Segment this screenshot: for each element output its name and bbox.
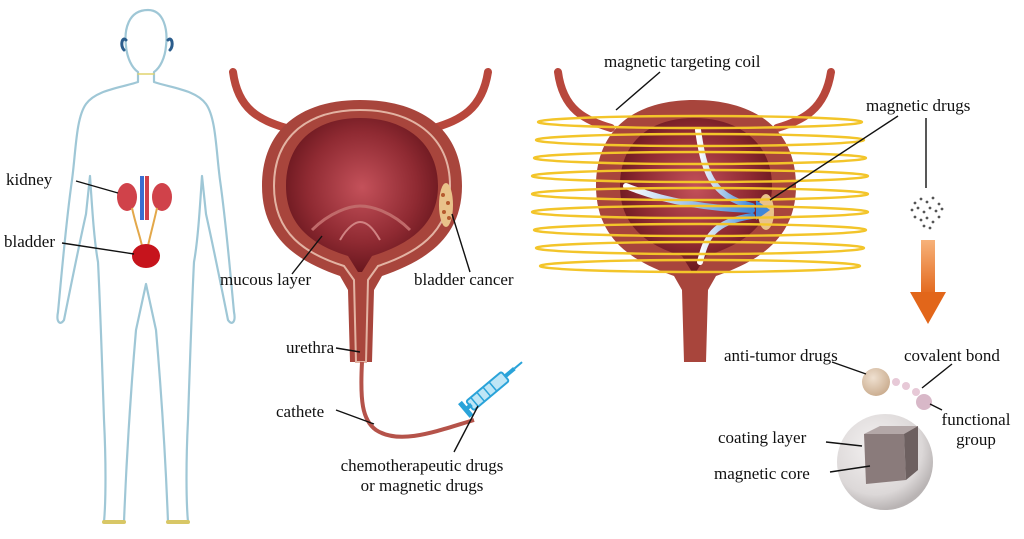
- drug-flow-arrow-1: [695, 127, 755, 209]
- label-coating: coating layer: [718, 428, 807, 447]
- tumor-cluster: [439, 183, 453, 227]
- drug-particles-icon: [910, 196, 944, 230]
- magnetic-core-side: [904, 426, 918, 480]
- label-chemo-line1: chemotherapeutic drugs: [340, 456, 504, 475]
- label-cathete: cathete: [276, 402, 325, 421]
- kidney-right-icon: [152, 183, 172, 211]
- ureter-right-2: [773, 68, 835, 132]
- label-bladder-cancer: bladder cancer: [414, 270, 514, 289]
- bond-bead-1: [892, 378, 900, 386]
- syringe-icon: [458, 361, 523, 418]
- bond-bead-3: [912, 388, 920, 396]
- label-magnetic-drugs: magnetic drugs: [866, 96, 971, 115]
- bladder-organ-icon: [132, 244, 160, 268]
- label-coil: magnetic targeting coil: [604, 52, 761, 71]
- label-bladder: bladder: [4, 232, 55, 251]
- ureters: [131, 207, 158, 247]
- kidney-left-icon: [117, 183, 137, 211]
- label-chemo-line2: or magnetic drugs: [360, 476, 484, 495]
- label-core: magnetic core: [714, 464, 810, 483]
- ureter-left-2: [554, 68, 615, 132]
- leader-lines-left: [61, 180, 135, 255]
- aorta: [145, 176, 149, 220]
- human-figure: [56, 8, 236, 524]
- bladder-lumen-2: [620, 118, 772, 272]
- urinary-system: [117, 176, 172, 268]
- ureter-left: [229, 68, 290, 132]
- label-covalent: covalent bond: [904, 346, 1000, 365]
- nanoparticle-panel: [825, 196, 953, 510]
- label-kidney: kidney: [6, 170, 53, 189]
- flow-arrowhead: [756, 200, 770, 220]
- label-urethra: urethra: [286, 338, 335, 357]
- bladder-cross-section: [229, 68, 523, 453]
- mucosal-fold-inner: [339, 220, 381, 241]
- leader-lines-right: [615, 71, 927, 201]
- ear-right: [166, 37, 174, 52]
- coil-rings: [530, 114, 870, 274]
- leader-lines-nanoparticle: [825, 361, 953, 473]
- leader-lines-middle: [291, 213, 479, 453]
- magnetic-core: [864, 434, 906, 484]
- label-functional-line2: group: [956, 430, 996, 449]
- ureter-right: [430, 68, 492, 132]
- magnetic-targeting-panel: [530, 68, 927, 362]
- label-functional-line1: functional: [941, 410, 1011, 429]
- functional-group-sphere: [916, 394, 932, 410]
- bond-bead-2: [902, 382, 910, 390]
- bladder-lumen: [286, 118, 438, 272]
- vena-cava: [140, 176, 144, 220]
- magnetic-core-top: [864, 426, 918, 434]
- body-outline: [56, 8, 236, 524]
- ear-left: [120, 37, 128, 52]
- catheter-tube: [359, 361, 475, 439]
- drug-flow-arrow-2: [623, 183, 755, 213]
- down-arrow-icon: [910, 240, 946, 324]
- anti-tumor-drug-sphere: [862, 368, 890, 396]
- label-mucous-layer: mucous layer: [220, 270, 312, 289]
- label-anti-tumor: anti-tumor drugs: [724, 346, 838, 365]
- mucosal-fold: [310, 204, 412, 232]
